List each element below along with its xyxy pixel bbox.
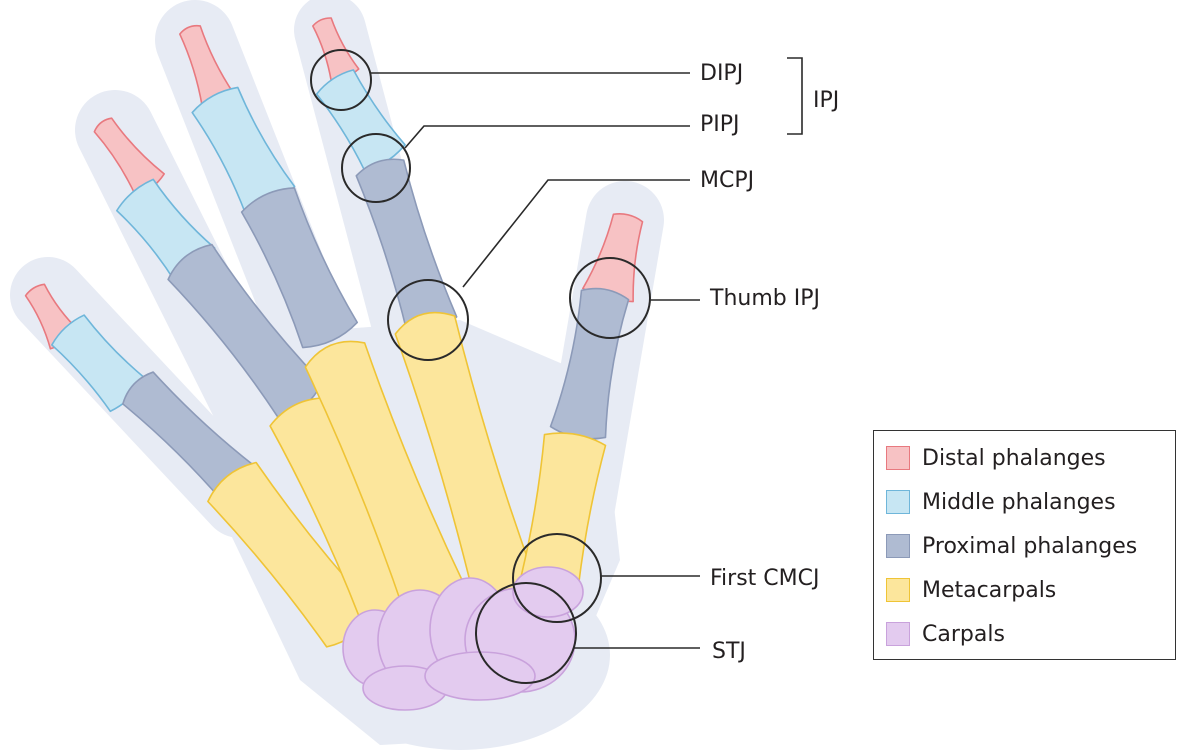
mcpj-label: MCPJ — [700, 170, 754, 192]
ipj-bracket — [787, 58, 802, 134]
legend-swatch-metacarpals — [886, 578, 910, 602]
legend-swatch-distal — [886, 446, 910, 470]
legend-swatch-proximal — [886, 534, 910, 558]
stj-label: STJ — [712, 641, 746, 663]
legend-swatch-middle — [886, 490, 910, 514]
first-cmcj-label: First CMCJ — [710, 568, 819, 590]
legend-label: Middle phalanges — [922, 490, 1116, 515]
dipj-label: DIPJ — [700, 63, 743, 85]
legend-item-metacarpals: Metacarpals — [886, 573, 1056, 607]
legend-label: Carpals — [922, 622, 1005, 647]
legend-label: Proximal phalanges — [922, 534, 1137, 559]
legend-item-middle-phalanges: Middle phalanges — [886, 485, 1116, 519]
pipj-leader — [405, 126, 690, 148]
ipj-label: IPJ — [813, 90, 839, 112]
legend: Distal phalanges Middle phalanges Proxim… — [873, 430, 1176, 660]
legend-swatch-carpals — [886, 622, 910, 646]
thumb-ipj-label: Thumb IPJ — [710, 288, 820, 310]
carpal-bone-7 — [425, 652, 535, 700]
legend-label: Metacarpals — [922, 578, 1056, 603]
pipj-label: PIPJ — [700, 114, 740, 136]
legend-item-carpals: Carpals — [886, 617, 1005, 651]
carpal-bone-5 — [513, 567, 583, 617]
legend-label: Distal phalanges — [922, 446, 1106, 471]
legend-item-proximal-phalanges: Proximal phalanges — [886, 529, 1137, 563]
legend-item-distal-phalanges: Distal phalanges — [886, 441, 1106, 475]
